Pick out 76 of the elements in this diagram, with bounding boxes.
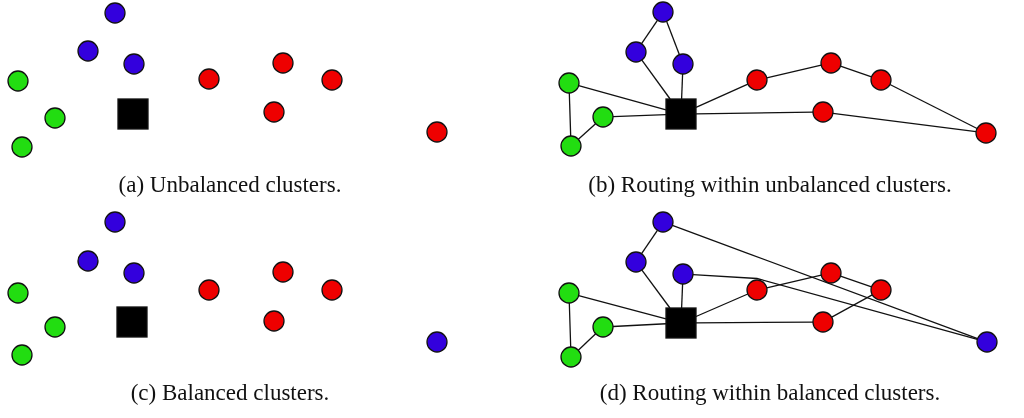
node-circle bbox=[625, 41, 647, 63]
node-circle bbox=[426, 331, 448, 353]
node-circle bbox=[870, 69, 892, 91]
edge-line bbox=[577, 333, 597, 351]
node-circle bbox=[652, 211, 674, 233]
edge-line bbox=[680, 73, 684, 100]
node-circle bbox=[812, 101, 834, 123]
edge-line bbox=[680, 283, 684, 309]
node-circle bbox=[44, 107, 66, 129]
panel-caption: (b) Routing within unbalanced clusters. bbox=[588, 172, 952, 198]
node-circle bbox=[198, 68, 220, 90]
node-circle bbox=[104, 211, 126, 233]
edge-line bbox=[831, 294, 873, 318]
panel-caption: (c) Balanced clusters. bbox=[130, 380, 330, 406]
node-circle bbox=[975, 122, 997, 144]
node-circle bbox=[558, 72, 580, 94]
edge-line bbox=[568, 92, 572, 137]
node-circle bbox=[104, 2, 126, 24]
edge-line bbox=[766, 274, 822, 289]
node-circle bbox=[263, 101, 285, 123]
node-circle bbox=[426, 121, 448, 143]
node-circle bbox=[592, 106, 614, 128]
node-circle bbox=[625, 251, 647, 273]
edge-line bbox=[578, 85, 667, 111]
node-circle bbox=[746, 279, 768, 301]
node-circle bbox=[272, 261, 294, 283]
depot-square bbox=[665, 98, 697, 130]
node-circle bbox=[272, 52, 294, 74]
node-circle bbox=[321, 69, 343, 91]
edge-line bbox=[889, 83, 978, 130]
edge-line bbox=[839, 65, 873, 78]
node-circle bbox=[976, 331, 998, 353]
edge-line bbox=[641, 59, 671, 100]
edge-line bbox=[640, 229, 659, 255]
node-circle bbox=[672, 263, 694, 285]
edge-line bbox=[612, 323, 667, 328]
node-circle bbox=[652, 1, 674, 23]
node-circle bbox=[746, 69, 768, 91]
node-circle bbox=[7, 70, 29, 92]
node-circle bbox=[77, 40, 99, 62]
edge-line bbox=[839, 275, 873, 288]
node-circle bbox=[812, 311, 834, 333]
node-circle bbox=[558, 282, 580, 304]
node-circle bbox=[123, 53, 145, 75]
node-circle bbox=[820, 262, 842, 284]
edge-line bbox=[578, 294, 667, 320]
node-circle bbox=[870, 279, 892, 301]
node-circle bbox=[11, 136, 33, 158]
panel-caption: (d) Routing within balanced clusters. bbox=[599, 380, 941, 406]
edge-line bbox=[832, 112, 977, 133]
node-circle bbox=[123, 262, 145, 284]
node-circle bbox=[198, 279, 220, 301]
edge-line bbox=[612, 113, 667, 118]
node-circle bbox=[44, 316, 66, 338]
node-circle bbox=[592, 316, 614, 338]
node-circle bbox=[263, 310, 285, 332]
edge-line bbox=[640, 19, 659, 45]
depot-square bbox=[116, 306, 148, 338]
edge-line bbox=[641, 269, 671, 309]
edge-line bbox=[766, 64, 822, 79]
edge-line bbox=[568, 302, 572, 348]
node-circle bbox=[7, 282, 29, 304]
node-circle bbox=[77, 250, 99, 272]
edge-line bbox=[692, 273, 978, 340]
panel-caption: (a) Unbalanced clusters. bbox=[118, 172, 342, 198]
node-circle bbox=[672, 53, 694, 75]
depot-square bbox=[117, 98, 149, 130]
node-circle bbox=[560, 346, 582, 368]
edge-line bbox=[665, 20, 681, 56]
node-circle bbox=[560, 135, 582, 157]
node-circle bbox=[11, 344, 33, 366]
depot-square bbox=[665, 307, 697, 339]
node-circle bbox=[321, 279, 343, 301]
edge-line bbox=[671, 224, 979, 340]
edge-line bbox=[577, 123, 597, 140]
node-circle bbox=[820, 52, 842, 74]
